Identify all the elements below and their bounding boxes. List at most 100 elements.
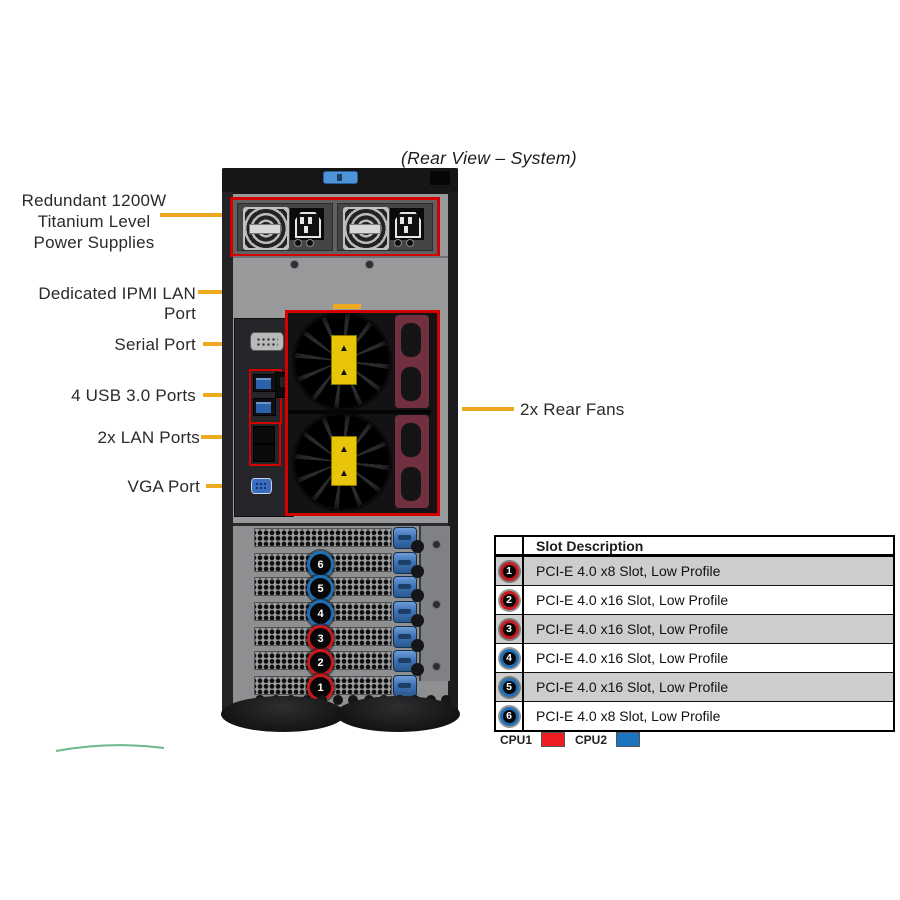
table-header-row: Slot Description: [496, 537, 893, 557]
fan-marker-dash: [333, 304, 361, 309]
ac-pin: [400, 217, 404, 224]
slot-number-badge: 4: [499, 648, 519, 668]
ac-inlet-socket: [395, 212, 421, 238]
leader-line-fans-segment2: [462, 407, 514, 411]
slot-description-table: Slot Description 1 PCI-E 4.0 x8 Slot, Lo…: [494, 535, 895, 732]
badge-cell: 2: [496, 586, 524, 614]
vga-port: [251, 478, 272, 494]
green-arc-mark: [55, 744, 165, 752]
psu-switch: [406, 239, 414, 247]
slot-number-badge: 2: [307, 649, 334, 676]
table-row: 6 PCI-E 4.0 x8 Slot, Low Profile: [496, 702, 893, 730]
callout-rear-fans: 2x Rear Fans: [520, 400, 625, 419]
ac-pin: [304, 226, 308, 233]
callout-ipmi-lan-port: Dedicated IPMI LAN Port: [38, 284, 196, 323]
psu-led: [294, 239, 302, 247]
ac-inlet: [390, 208, 424, 240]
callout-lan-ports: 2x LAN Ports: [97, 428, 200, 447]
table-row: 1 PCI-E 4.0 x8 Slot, Low Profile: [496, 557, 893, 586]
slot-number-badge: 4: [307, 600, 334, 627]
handle-cutout: [401, 323, 421, 357]
slot-description: PCI-E 4.0 x16 Slot, Low Profile: [536, 650, 729, 666]
fan-handle: [395, 315, 429, 408]
vent-hole: [333, 695, 343, 705]
psu-led: [394, 239, 402, 247]
psu-fan-grille: [343, 207, 389, 250]
screw: [432, 540, 441, 549]
screw: [365, 260, 374, 269]
table-header-badge-col: [496, 537, 524, 554]
badge-cell: 5: [496, 673, 524, 701]
top-latch-mark: [337, 174, 342, 181]
callout-power-supplies-line2: Titanium Level: [37, 212, 151, 231]
slot-number: 5: [317, 582, 324, 595]
slot-number-badge: 2: [499, 590, 519, 610]
ac-inlet: [290, 208, 324, 240]
usb3-port: [253, 374, 276, 392]
slot-number-badge: 6: [499, 706, 519, 726]
slot-number: 2: [317, 656, 324, 669]
pci-slot-cover: [254, 528, 392, 547]
slot-number: 1: [317, 681, 324, 694]
serial-pins: [256, 337, 278, 346]
slot-number-badge: 1: [499, 561, 519, 581]
fan-warning-sticker: ▲▲: [331, 335, 357, 385]
slot-side-panel: [419, 526, 450, 681]
slot-number: 4: [506, 652, 512, 664]
table-header-label: Slot Description: [536, 537, 644, 554]
legend-cpu2-label: CPU2: [575, 732, 608, 747]
vent-hole: [411, 639, 424, 652]
table-row: 3 PCI-E 4.0 x16 Slot, Low Profile: [496, 615, 893, 644]
badge-cell: 1: [496, 557, 524, 585]
serial-port: [250, 332, 284, 351]
vga-pins: [255, 482, 267, 490]
top-latch: [323, 171, 358, 184]
fan-divider: [288, 410, 431, 414]
cpu2-color-swatch: [616, 732, 641, 747]
slot-number: 4: [317, 607, 324, 620]
callout-usb-ports: 4 USB 3.0 Ports: [71, 386, 196, 405]
slot-number: 1: [506, 565, 512, 577]
ac-pin: [300, 217, 304, 224]
ac-pin: [404, 226, 408, 233]
ac-pin: [308, 217, 312, 224]
warning-triangle-icon: ▲: [339, 443, 349, 455]
rear-fan-top: ▲▲: [288, 313, 431, 410]
vent-hole: [411, 565, 424, 578]
slot-number: 6: [506, 710, 512, 722]
vent-hole: [411, 540, 424, 553]
warning-triangle-icon: ▲: [339, 366, 349, 378]
callout-serial-port: Serial Port: [114, 335, 196, 354]
screw: [432, 662, 441, 671]
cpu1-color-swatch: [541, 732, 566, 747]
callout-power-supplies-line3: Power Supplies: [33, 233, 155, 252]
usb-tongue: [256, 378, 271, 389]
handle-cutout: [401, 467, 421, 501]
psu-fan-grille: [243, 207, 289, 250]
screw: [432, 600, 441, 609]
usb3-port: [253, 398, 276, 416]
warning-triangle-icon: ▲: [339, 342, 349, 354]
tower-top-cap: [222, 168, 458, 194]
vent-hole: [411, 614, 424, 627]
slot-description: PCI-E 4.0 x8 Slot, Low Profile: [536, 563, 721, 579]
rear-fan-bottom: ▲▲: [288, 414, 431, 511]
slot-description: PCI-E 4.0 x16 Slot, Low Profile: [536, 621, 729, 637]
fan-highlight-box: ▲▲ ▲▲: [285, 310, 440, 516]
slot-number-badge: 5: [307, 575, 334, 602]
vent-hole: [348, 695, 358, 705]
leader-line-psu: [160, 213, 232, 217]
badge-cell: 6: [496, 702, 524, 730]
badge-cell: 4: [496, 644, 524, 672]
diagram-title: (Rear View – System): [401, 148, 577, 168]
slot-number: 5: [506, 681, 512, 693]
slot-number: 2: [506, 594, 512, 606]
screw: [290, 260, 299, 269]
ac-pin: [408, 217, 412, 224]
slot-number: 3: [506, 623, 512, 635]
cpu-legend: CPU1 CPU2: [500, 732, 650, 747]
warning-triangle-icon: ▲: [339, 467, 349, 479]
psu-highlight-box: [230, 197, 440, 257]
pci-slot-area: 6 5 4 3 2 1: [233, 523, 451, 713]
